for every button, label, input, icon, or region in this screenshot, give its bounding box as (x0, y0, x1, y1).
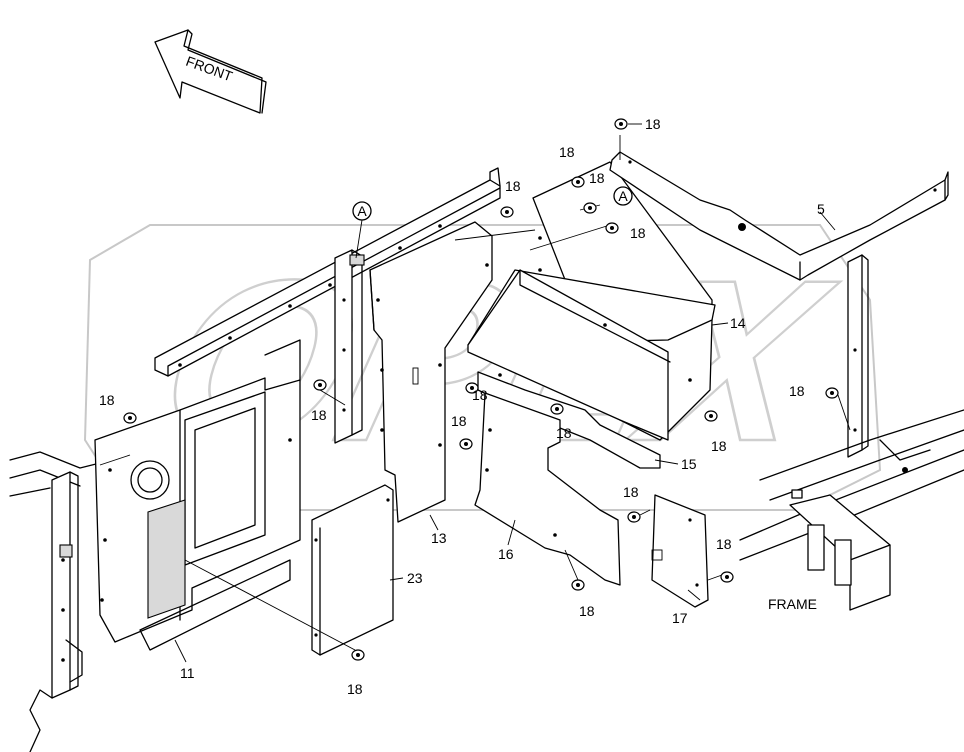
assembly-lines (99, 135, 851, 651)
panel-13 (369, 221, 493, 523)
svg-text:A: A (618, 188, 628, 204)
part-label-18: 18 (589, 170, 605, 186)
bolt-icon (627, 511, 641, 523)
frame-assembly (739, 409, 964, 611)
bolt-icon (123, 412, 137, 424)
left-frame-rails (9, 451, 121, 752)
part-label-17: 17 (672, 610, 688, 626)
part-label-18: 18 (711, 438, 727, 454)
frame-label: FRAME (768, 596, 817, 612)
bolt-icon (571, 579, 585, 591)
bolt-icon (571, 176, 585, 188)
panel-11 (94, 339, 301, 651)
part-label-18: 18 (789, 383, 805, 399)
part-label-18: 18 (505, 178, 521, 194)
part-label-13: 13 (431, 530, 447, 546)
bolt-icon (605, 222, 619, 234)
bracket-5 (609, 151, 949, 458)
bolts-18 (123, 118, 839, 661)
part-label-15: 15 (681, 456, 697, 472)
ref-marker-left: A (352, 201, 372, 259)
part-label-23: 23 (407, 570, 423, 586)
bolt-icon (351, 649, 365, 661)
part-label-18: 18 (556, 425, 572, 441)
part-label-11: 11 (180, 665, 195, 681)
front-arrow (154, 29, 267, 114)
part-label-5: 5 (817, 201, 825, 217)
bolt-icon (500, 206, 514, 218)
part-label-18: 18 (99, 392, 115, 408)
bolt-icon (720, 571, 734, 583)
bolt-icon (583, 202, 597, 214)
bolt-icon (459, 438, 473, 450)
part-label-14: 14 (730, 315, 746, 331)
panel-16 (474, 392, 621, 586)
bolt-icon (313, 379, 327, 391)
labels: FRONT FRAME 5 11 13 14 15 16 17 23 18 18… (99, 53, 825, 697)
part-label-18: 18 (451, 413, 467, 429)
part-label-18: 18 (623, 484, 639, 500)
bolt-icon (825, 387, 839, 399)
bolt-icon (704, 410, 718, 422)
callout-leaders (174, 123, 836, 663)
upper-bar (154, 167, 501, 377)
ref-marker-right: A (613, 186, 633, 206)
bolt-icon (550, 403, 564, 415)
part-label-18: 18 (311, 407, 327, 423)
part-label-16: 16 (498, 546, 514, 562)
panel-14 (467, 161, 716, 441)
part-label-18: 18 (579, 603, 595, 619)
bolt-icon (614, 118, 628, 130)
vertical-post (334, 249, 365, 444)
part-label-18: 18 (472, 387, 488, 403)
part-label-18: 18 (347, 681, 363, 697)
bolt-icon (465, 382, 479, 394)
part-label-18: 18 (559, 144, 575, 160)
panel-17 (651, 494, 709, 608)
part-label-18: 18 (645, 116, 661, 132)
part-label-18: 18 (716, 536, 732, 552)
part-label-18: 18 (630, 225, 646, 241)
svg-text:A: A (357, 203, 367, 219)
panel-23 (311, 484, 394, 656)
